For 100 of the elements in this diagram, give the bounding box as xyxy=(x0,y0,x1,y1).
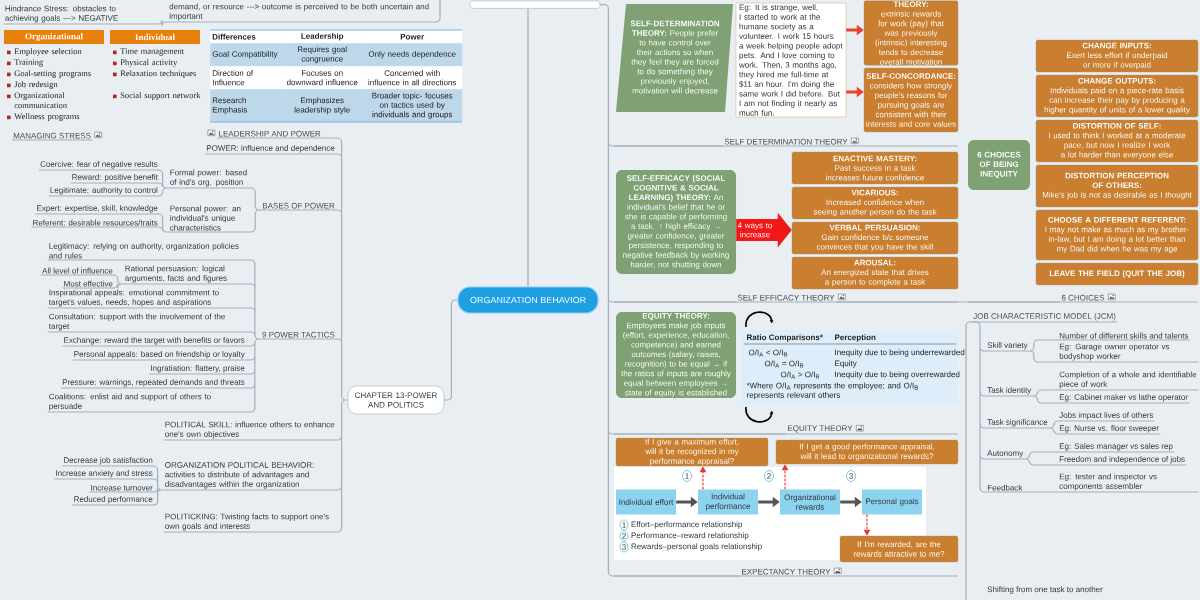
note-box: If I get a good performance appraisal, will it lead to organizational rewards? xyxy=(775,439,959,465)
list-item: Employee selection xyxy=(14,48,82,56)
branch-text: Shifting from one task to another xyxy=(987,586,1103,594)
branch-text: Increase anxiety and stress xyxy=(53,470,155,480)
table-cell: Direction of Influence xyxy=(210,66,283,90)
branch-text: Reduced performance xyxy=(71,496,155,506)
branch-line xyxy=(971,321,987,493)
branch-text: Eg: Nurse vs. floor sweeper xyxy=(1057,425,1161,435)
branch-text: Inspirational appeals: emotional commitment to target's values, needs, hopes and aspirations xyxy=(47,289,247,309)
list-item: Physical activity xyxy=(120,59,178,67)
process-box: Individual performance xyxy=(698,489,758,515)
number-badge: 3 xyxy=(619,541,629,553)
theory-box: 6 CHOICES OF BEING INEQUITY xyxy=(968,140,1030,190)
branch-line xyxy=(153,465,165,506)
branch-line xyxy=(1023,451,1059,466)
branch-line xyxy=(443,299,458,401)
branch-text: POLITICKING: Twisting facts to support one's own goals and interests xyxy=(163,513,337,533)
note-box: If I'm rewarded, are the rewards attractive to me? xyxy=(839,535,959,563)
branch-line xyxy=(835,301,1061,303)
branch-text: Decrease job satisfaction xyxy=(61,457,155,467)
number-badge: 1 xyxy=(619,519,629,531)
branch-text: Task significance xyxy=(985,419,1050,429)
branch-text: Pressure: warnings, repeated demands and threats xyxy=(60,379,247,389)
image-caption: SELF EFFICACY THEORY xyxy=(613,294,959,303)
list-item: Wellness programs xyxy=(14,113,80,121)
note-box: LEAVE THE FIELD (QUIT THE JOB) xyxy=(1035,262,1199,286)
branch-text: Jobs impact lives of others xyxy=(1057,412,1156,422)
topic-box xyxy=(469,0,601,9)
branch-text: Feedback xyxy=(985,484,1025,493)
branch-line xyxy=(1048,420,1059,435)
branch-text: Completion of a whole and identifiable piece of work xyxy=(1057,371,1199,391)
branch-line xyxy=(527,8,529,287)
note-box: VERBAL PERSUASION: Gain confidence b/c someone convinces that you have the skill xyxy=(791,221,959,255)
branch-line xyxy=(321,137,349,533)
process-box: Organizational rewards xyxy=(780,489,840,515)
list-item: Relaxation techniques xyxy=(120,70,196,78)
image-caption: SELF DETERMINATION THEORY xyxy=(613,138,959,147)
theory-box: SELF-EFFICACY (SOCIAL COGNITIVE & SOCIAL LEARNING) THEORY: An individual's belief that he or she is capable of performing a task. ↑ high efficacy → greater confidence, greater persistence, responding to negative feedback by working harder, not shutting down xyxy=(616,170,736,274)
central-topic: ORGANIZATION BEHAVIOR xyxy=(457,286,599,314)
theory-parallelogram: SELF-DETERMINATION THEORY: People prefer to have control over their actions so when they feel they are forced to do something they previously enjoyed, motivation will decrease xyxy=(616,4,733,112)
table-cell: Focuses on downward influence xyxy=(282,66,363,90)
branch-text: Exchange: reward the target with benefits or favors xyxy=(61,337,247,347)
branch-heading: MANAGING STRESS xyxy=(11,132,93,141)
table-cell: O/I$_{A}$ = O/I$_{B}$ xyxy=(764,360,804,368)
branch-text: Reward: positive benefit xyxy=(70,174,160,184)
process-box: Personal goals xyxy=(862,489,922,515)
edge-label: 4 ways to increase xyxy=(737,222,772,238)
table-cell: Inequity due to being underrewarded xyxy=(835,349,965,357)
table-cell: Emphasizes leadership style xyxy=(282,89,363,123)
image-caption: EXPECTANCY THEORY xyxy=(613,568,959,577)
branch-text: Most effective xyxy=(61,280,115,289)
note-box: DISTORTION OF SELF: I used to think I worked at a moderate pace, but now I realize I work a lot harder than everyone else xyxy=(1035,119,1199,163)
column-header: Organizational xyxy=(4,30,104,44)
branch-text: Number of different skills and talents xyxy=(1057,332,1191,341)
branch-line xyxy=(158,169,170,197)
table-cell: Research Emphasis xyxy=(210,89,283,123)
note-box: SELF-CONCORDANCE: considers how strongly people's reasons for pursuing goals are consistent with their interests and core values xyxy=(863,67,959,133)
process-box: Individual effort xyxy=(616,489,676,515)
note-box: If I give a maximum effort, will it be recognized in my performance appraisal? xyxy=(615,437,769,467)
branch-text: Hindrance Stress: obstacles to achieving goals ---> NEGATIVE xyxy=(3,5,153,25)
image-caption: 6 CHOICES xyxy=(967,294,1199,303)
column-header: Individual xyxy=(110,30,200,44)
list-item: Time management xyxy=(120,48,185,56)
branch-line xyxy=(965,321,973,600)
note-box: AROUSAL: An energized state that drives a person to complete a task xyxy=(791,256,959,290)
branch-line xyxy=(1022,491,1059,493)
branch-text: Eg: Cabinet maker vs lathe operator xyxy=(1057,394,1190,404)
note-box: THEORY: extrinsic rewards for work (pay) that was previously (intrinsic) interesting tends to decrease overall motivation xyxy=(863,0,959,66)
table-cell: O/I$_{A}$ > O/I$_{B}$ xyxy=(780,371,820,379)
list-item: Social support network xyxy=(120,92,201,100)
number-badge: 2 xyxy=(764,470,774,482)
branch-line xyxy=(151,19,169,27)
table-cell: Goal Compatibility xyxy=(210,43,283,67)
branch-text: POLITICAL SKILL: influence others to enhance one's own objectives xyxy=(163,421,337,441)
branch-text: Legitimate: authority to control xyxy=(48,187,160,197)
branch-heading: JOB CHARACTERISTIC MODEL (JCM) xyxy=(971,313,1118,323)
branch-text: Rational persuasion: logical arguments, facts and figures xyxy=(123,265,247,285)
branch-text: Increase turnover xyxy=(88,484,155,493)
branch-line xyxy=(599,4,787,577)
note-box: CHANGE INPUTS: Exert less effort if underpaid or more if overpaid xyxy=(1035,39,1199,73)
list-item: Training xyxy=(14,59,43,67)
branch-text: Freedom and independence of jobs xyxy=(1057,456,1187,466)
table-cell: O/I$_{A}$ < O/I$_{B}$ xyxy=(748,349,788,357)
note-box: DISTORTION PERCEPTION OF OTHERS: Mike's job is not as desirable as I thought xyxy=(1035,164,1199,208)
list-item: Organizational communication xyxy=(14,92,67,109)
table-cell: Concerned with influence in all directions xyxy=(362,66,463,90)
number-badge: 3 xyxy=(846,470,856,482)
branch-line xyxy=(245,259,262,413)
branch-line xyxy=(158,213,170,233)
table-cell: Ratio Comparisons* xyxy=(747,334,823,342)
branch-text: Consultation: support with the involvement of the target xyxy=(47,313,247,333)
table-cell: Equity xyxy=(835,360,857,368)
footnote: *Where O/I$_{A}$ represents the employee; and O/I$_{B}$ represents relevant others xyxy=(746,382,918,400)
branch-text: Expert: expertise, skill, knowledge xyxy=(34,205,160,215)
branch-text: Formal power: based of ind's org. position xyxy=(168,169,252,189)
topic-bubble: CHAPTER 13-POWER AND POLITICS xyxy=(347,385,445,415)
note-box: ENACTIVE MASTERY: Past success in a task increases future confidence xyxy=(791,151,959,185)
branch-text: Coalitions: enlist aid and support of others to persuade xyxy=(47,393,247,413)
branch-text: Coercive: fear of negative results xyxy=(38,161,160,171)
branch-text: Ingratiation: flattery, praise xyxy=(148,365,247,375)
